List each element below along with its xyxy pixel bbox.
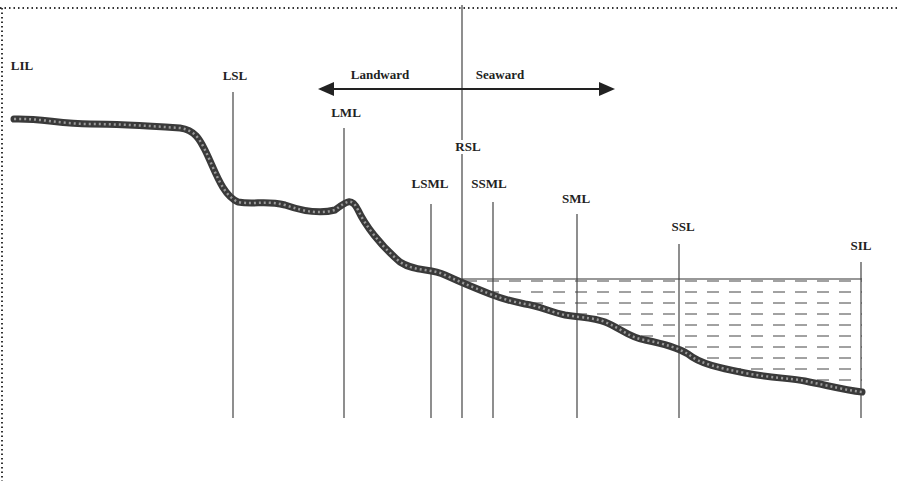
limit-label: SSL xyxy=(670,220,695,234)
frame-line xyxy=(0,7,899,9)
direction-label: Seaward xyxy=(475,68,525,82)
limit-label: RSL xyxy=(454,140,481,154)
limit-label: SIL xyxy=(850,239,873,253)
frame-line xyxy=(1,8,3,481)
direction-label: Landward xyxy=(350,68,411,82)
water-surface xyxy=(462,278,862,279)
limit-label: SSML xyxy=(470,177,507,191)
limit-label: LIL xyxy=(10,59,34,73)
terrain-profile xyxy=(14,119,862,392)
direction-arrow xyxy=(318,82,615,96)
limit-label: LSML xyxy=(411,177,450,191)
limit-label: SML xyxy=(561,192,591,206)
limit-label: LML xyxy=(330,106,362,120)
limit-label: LSL xyxy=(222,69,249,83)
